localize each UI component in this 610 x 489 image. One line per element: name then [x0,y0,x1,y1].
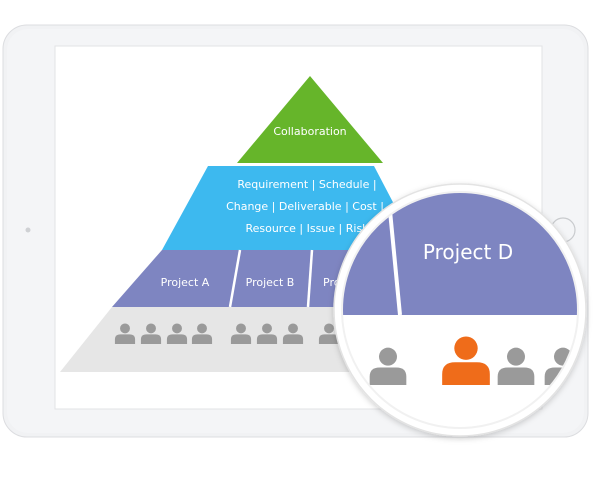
middle-tier-line: Requirement | Schedule | [237,178,376,191]
project-d-label: Project D [423,240,513,264]
magnifier-lens: Project D [333,183,587,437]
camera-dot [25,227,31,233]
pyramid-middle-tier [162,166,418,250]
project-divider [306,249,314,308]
project-divider [228,249,242,308]
project-b-label: Project B [246,276,295,289]
middle-tier-line: Change | Deliverable | Cost | [226,200,384,213]
middle-tier-line: Resource | Issue | Risk [245,222,369,235]
project-a-label: Project A [161,276,210,289]
collaboration-label: Collaboration [273,125,346,138]
pyramid-top-tier [237,76,383,163]
